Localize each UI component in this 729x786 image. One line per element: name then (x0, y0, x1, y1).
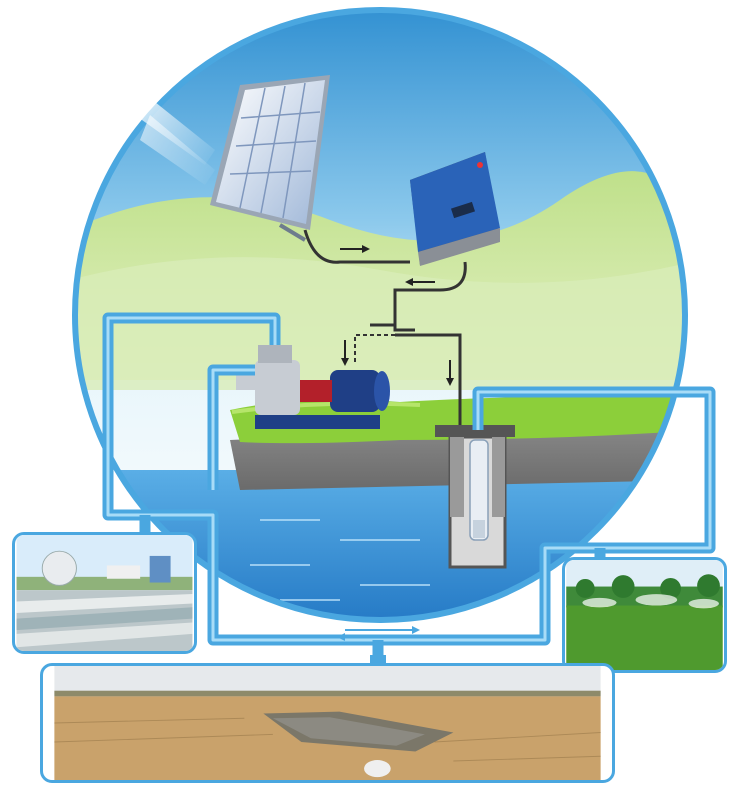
inverter-icon (410, 152, 500, 266)
water-treatment-photo (12, 532, 197, 654)
flow-arrow-icon (340, 245, 370, 253)
flow-arrow-icon (405, 278, 435, 286)
solar-panel-icon (210, 75, 330, 242)
surface-pump-icon (236, 345, 390, 429)
irrigated-field-photo (562, 557, 727, 673)
flow-arrow-icon (337, 626, 420, 641)
borehole (435, 425, 515, 569)
ac-cable (393, 261, 467, 325)
submersible-pump-icon (469, 439, 489, 541)
dry-field-image (54, 666, 601, 780)
dc-cable (303, 229, 410, 264)
flow-arrow-icon (341, 340, 349, 366)
water-treatment-image (16, 535, 193, 651)
irrigated-field-image (566, 560, 723, 670)
sun-rays (135, 90, 215, 185)
flow-arrow-icon (446, 360, 454, 386)
dry-field-photo (40, 663, 615, 783)
